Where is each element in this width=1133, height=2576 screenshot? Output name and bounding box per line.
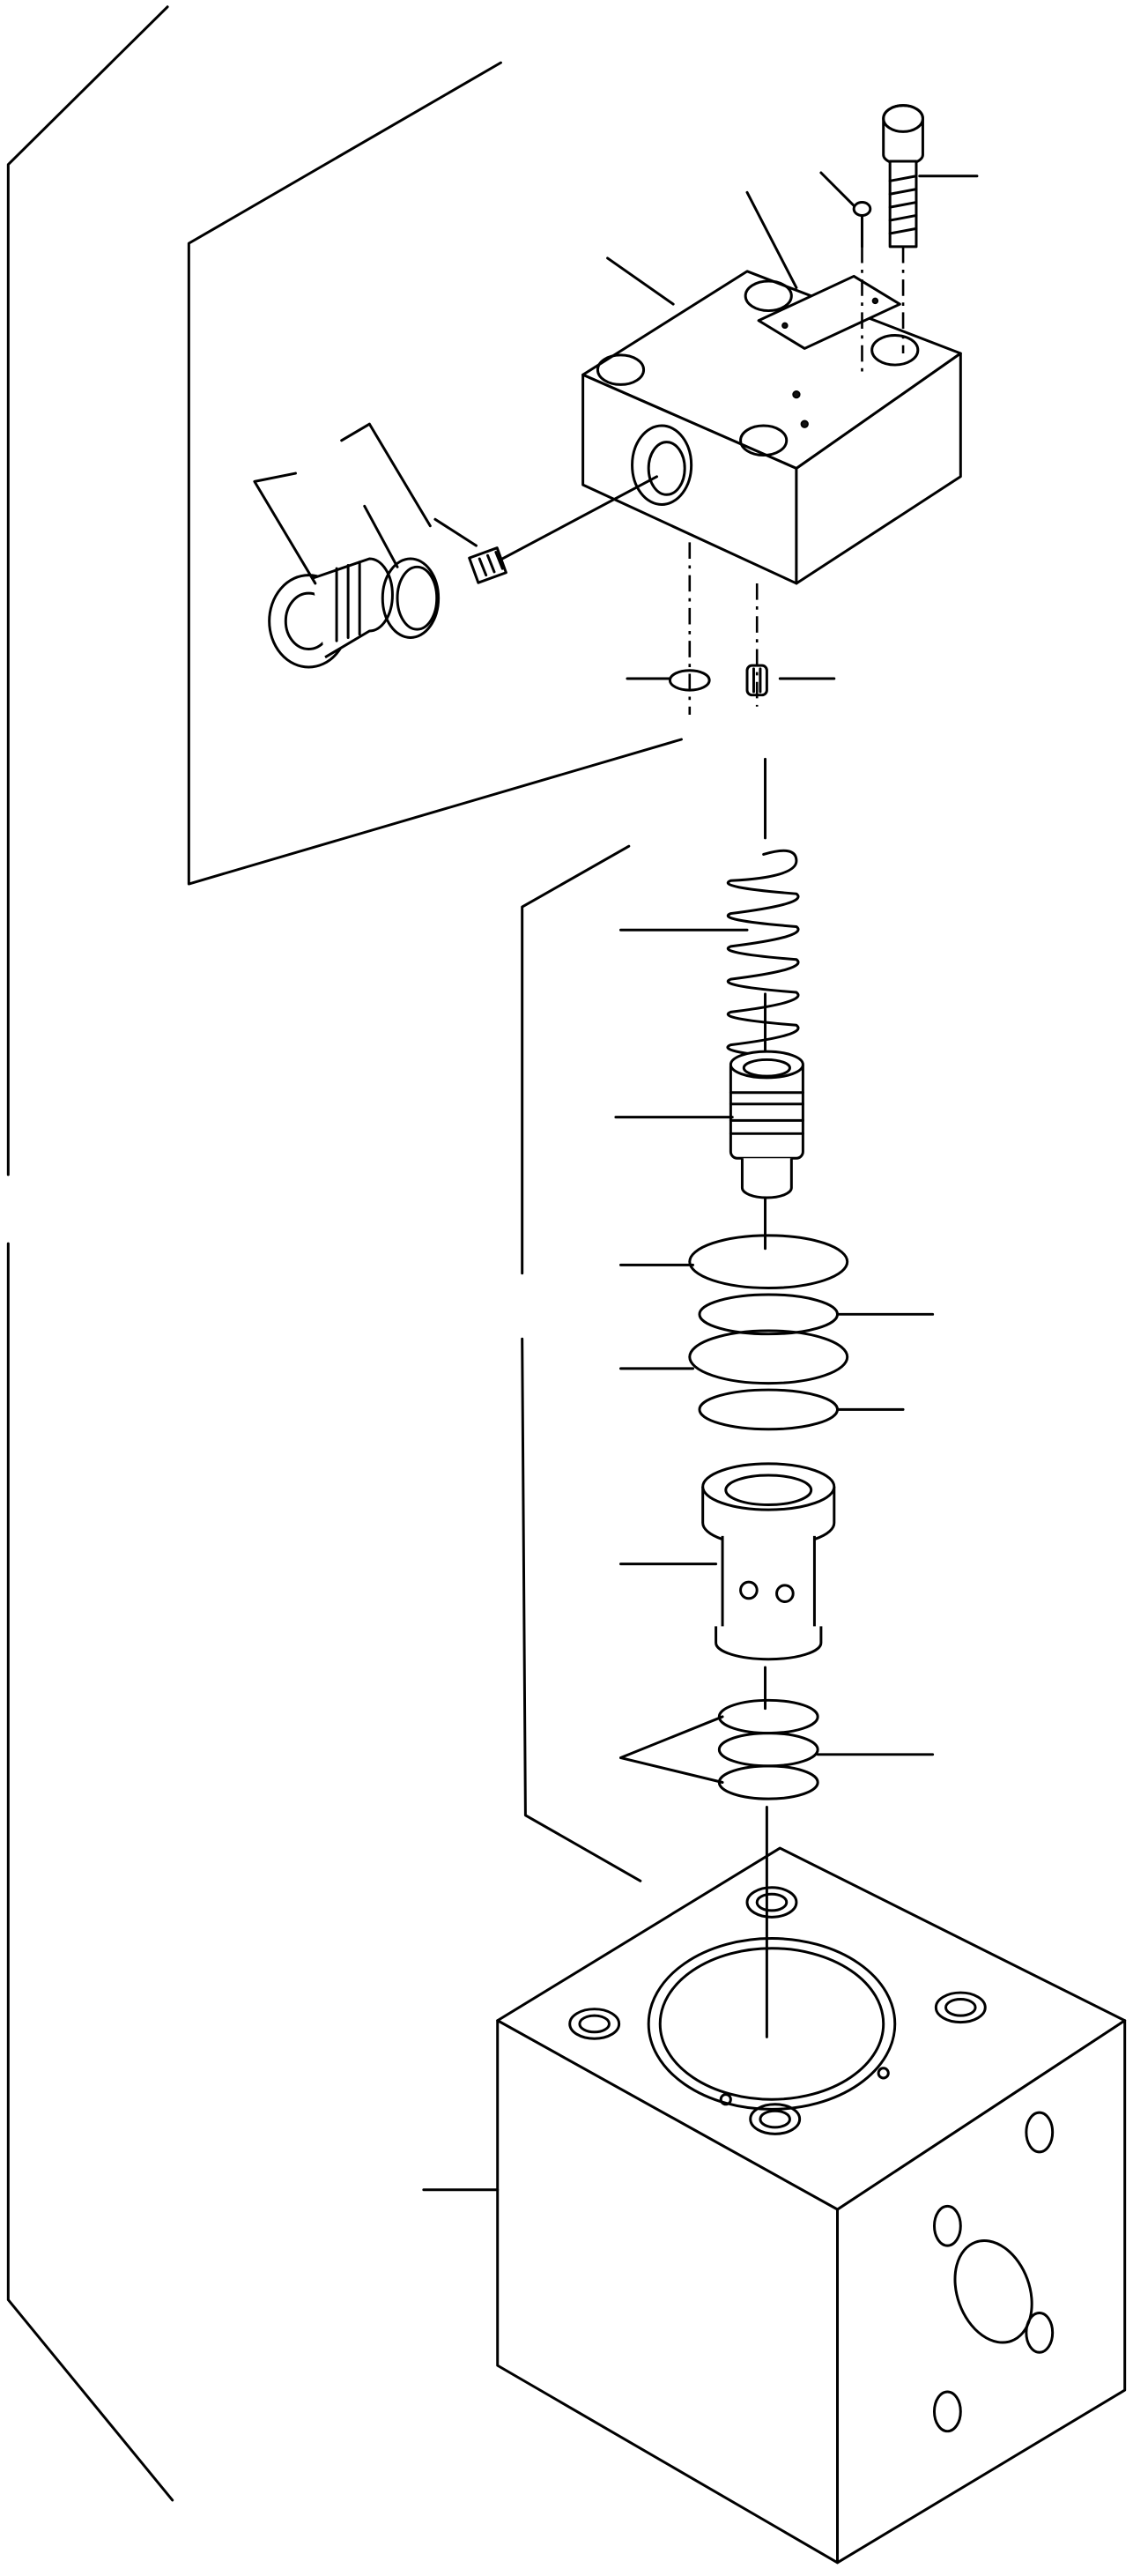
backup-ring-1 (698, 1293, 840, 1336)
plug (268, 557, 394, 669)
rivet (852, 201, 872, 378)
outer-bracket-lower (6, 1242, 174, 2502)
o-ring-1 (688, 1234, 849, 1289)
backup-ring-2 (698, 1388, 840, 1431)
callout-leaders (253, 171, 979, 2192)
spring (726, 849, 800, 1060)
orifice-insert (468, 546, 507, 584)
valve-group-bracket-lower (521, 1337, 642, 1882)
o-ring-4 (717, 1764, 819, 1800)
name-plate (757, 274, 901, 350)
valve-body (496, 1846, 1127, 2565)
cap-screw (882, 104, 924, 354)
backup-ring-3 (717, 1732, 819, 1768)
cover-group-bracket (187, 61, 683, 886)
poppet (729, 1050, 804, 1199)
o-ring-3 (717, 1698, 819, 1735)
outer-bracket-upper (6, 5, 169, 1177)
valve-group-bracket-upper (521, 844, 631, 1275)
o-ring-2 (688, 1329, 849, 1385)
assembly-axis-plug (500, 475, 658, 560)
valve-sleeve (701, 1462, 836, 1661)
o-ring-plug (381, 557, 441, 639)
